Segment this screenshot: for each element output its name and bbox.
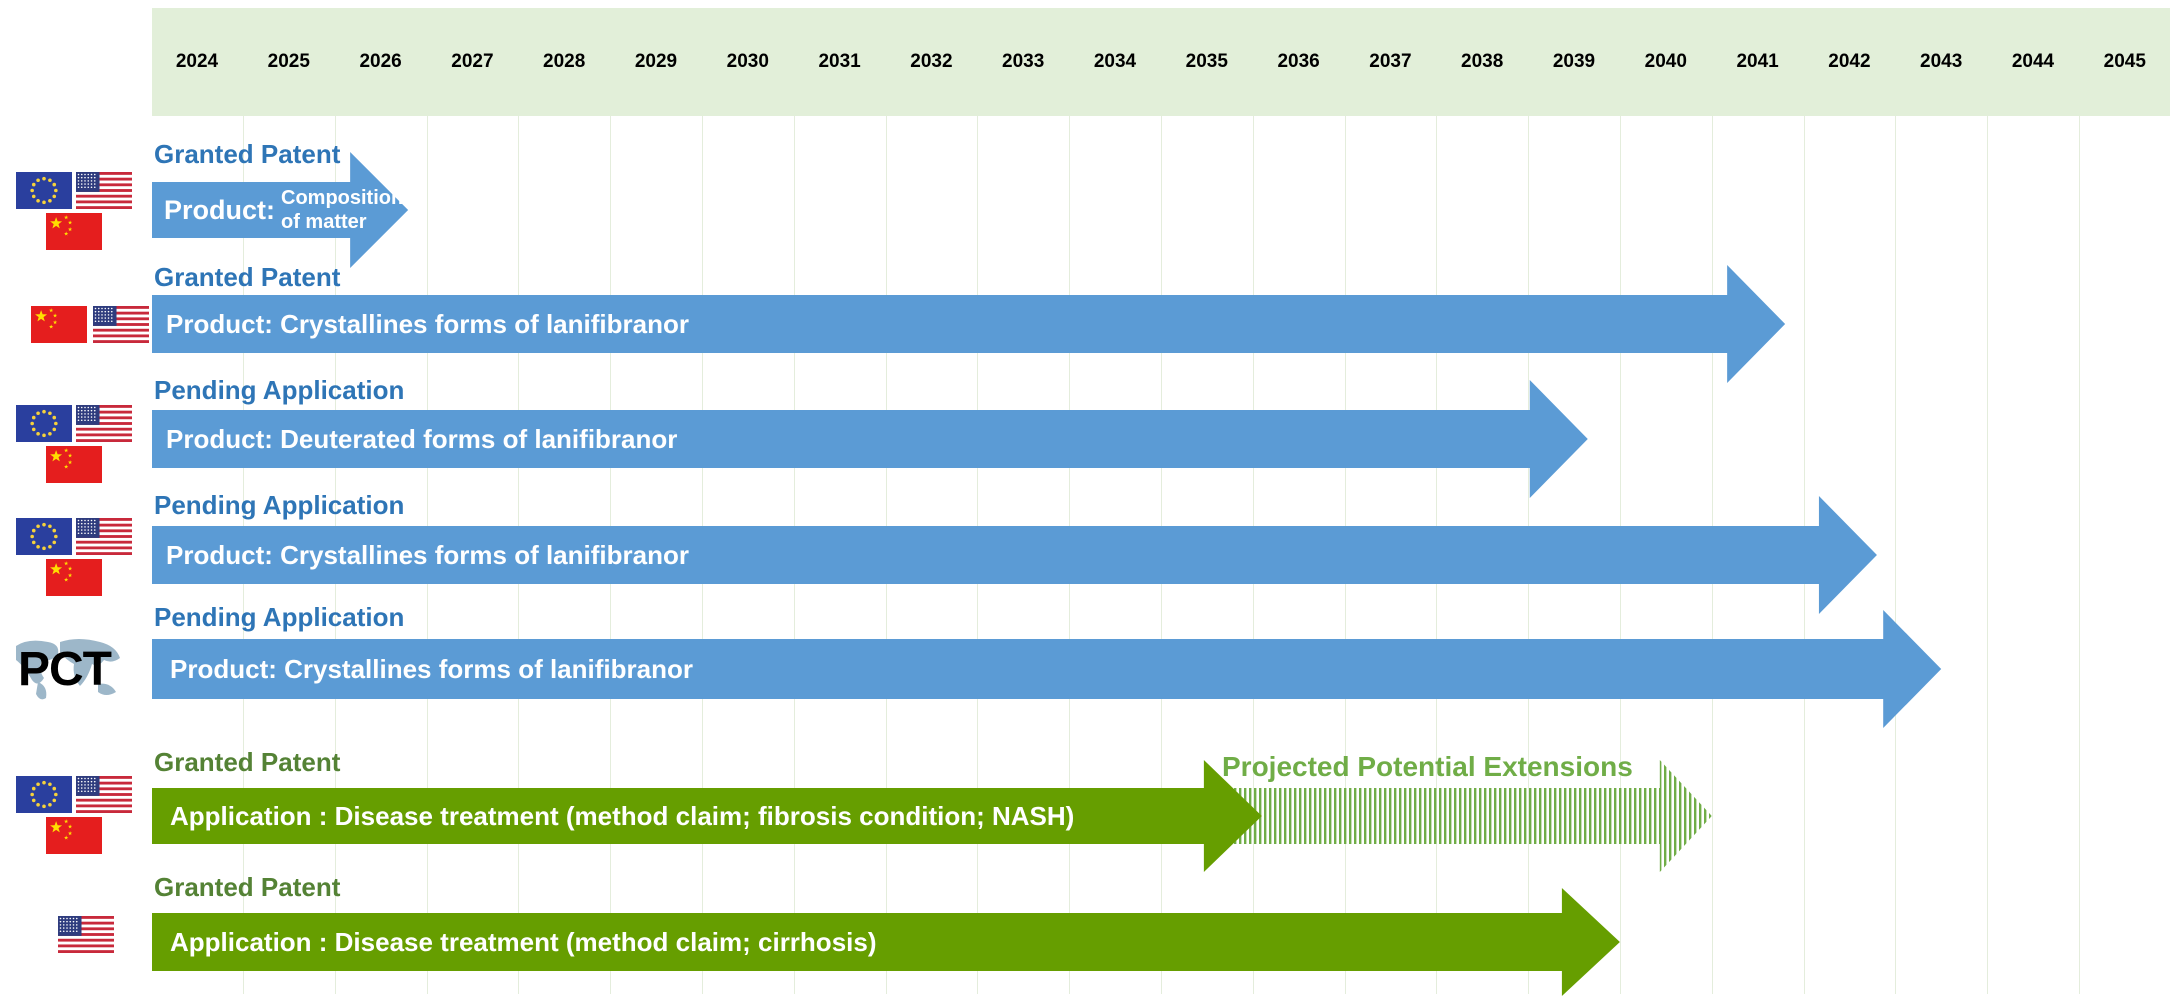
us-flag-icon [76, 405, 132, 443]
patent-arrow: Product: Crystallines forms of lanifibra… [152, 265, 1786, 383]
patent-arrow: Application : Disease treatment (method … [152, 888, 1620, 996]
flag [16, 405, 72, 447]
gridline [1895, 116, 1897, 994]
arrow-label: Product: Crystallines forms of lanifibra… [170, 653, 693, 684]
arrow-shape [152, 610, 1942, 728]
year-label: 2026 [359, 51, 402, 72]
year-label: 2034 [1093, 51, 1137, 72]
cn-flag-icon [46, 559, 102, 596]
year-label: 2039 [1552, 51, 1596, 72]
year-label: 2043 [1920, 51, 1963, 72]
us-flag-icon [93, 306, 149, 344]
arrow-label: Product: Crystallines forms of lanifibra… [166, 539, 689, 570]
arrow-line2: of matter [281, 211, 367, 233]
arrow-label: Product: Crystallines forms of lanifibra… [166, 308, 689, 339]
patent-arrow: Product: Composition of matter [152, 152, 409, 268]
year-label: 2038 [1461, 51, 1504, 72]
cn-flag-icon [31, 306, 87, 343]
row-status-label: Pending Application [154, 490, 405, 520]
year-label: 2035 [1185, 51, 1228, 72]
cn-flag-icon [46, 213, 102, 250]
flag [16, 172, 72, 214]
year-label: 2025 [267, 51, 310, 72]
us-flag-icon [58, 916, 114, 954]
extension-label: Projected Potential Extensions [1222, 751, 1633, 782]
arrow-shape [152, 496, 1877, 614]
arrow-label: Application : Disease treatment (method … [170, 926, 877, 957]
year-label: 2028 [543, 51, 586, 72]
row-status-label: Granted Patent [154, 139, 341, 169]
arrow-prefix: Product: [164, 194, 275, 225]
gridline [1987, 116, 1989, 994]
year-label: 2029 [634, 51, 678, 72]
us-flag-icon [76, 518, 132, 556]
row-status-label: Granted Patent [154, 872, 341, 902]
flag [31, 306, 87, 348]
row-status-label: Granted Patent [154, 262, 341, 292]
year-label: 2037 [1369, 51, 1412, 72]
year-label: 2033 [1002, 51, 1045, 72]
us-flag-icon [76, 172, 132, 210]
flag [16, 518, 72, 560]
year-label: 2032 [910, 51, 953, 72]
arrow-label: Application : Disease treatment (method … [170, 800, 1075, 831]
pct-label: PCT [18, 643, 112, 696]
cn-flag-icon [46, 817, 102, 854]
year-label: 2045 [2103, 51, 2146, 72]
flag [76, 518, 132, 560]
eu-flag-icon [16, 776, 72, 813]
patent-arrow: Product: Deuterated forms of lanifibrano… [152, 380, 1588, 498]
patent-arrow: Product: Crystallines forms of lanifibra… [152, 496, 1877, 614]
flag [76, 405, 132, 447]
us-flag-icon [76, 776, 132, 814]
eu-flag-icon [16, 172, 72, 209]
gridline [2078, 116, 2080, 994]
year-label: 2031 [818, 51, 861, 72]
extension-shape [1203, 760, 1712, 872]
flag [46, 817, 102, 859]
flag [93, 306, 149, 348]
flag [46, 446, 102, 488]
flag [46, 213, 102, 255]
year-header [152, 8, 2170, 116]
arrow-shape [152, 888, 1620, 996]
year-label: 2024 [175, 51, 219, 72]
flag [76, 172, 132, 214]
row-status-label: Granted Patent [154, 747, 341, 777]
year-label: 2040 [1644, 51, 1687, 72]
cn-flag-icon [46, 446, 102, 483]
flag [46, 559, 102, 601]
eu-flag-icon [16, 405, 72, 442]
patent-arrow: Product: Crystallines forms of lanifibra… [152, 610, 1942, 728]
region-flags: PCT [8, 636, 126, 704]
flag [16, 776, 72, 818]
year-label: 2041 [1736, 51, 1779, 72]
arrow-shape [152, 760, 1262, 872]
year-label: 2027 [451, 51, 494, 72]
arrow-line1: Composition [281, 187, 404, 209]
year-label: 2042 [1828, 51, 1871, 72]
year-label: 2036 [1277, 51, 1320, 72]
arrow-shape [152, 265, 1786, 383]
flag [58, 916, 114, 958]
row-status-label: Pending Application [154, 602, 405, 632]
world-map-icon [16, 639, 120, 700]
arrow-label: Product: Deuterated forms of lanifibrano… [166, 423, 678, 454]
year-label: 2044 [2011, 51, 2055, 72]
row-status-label: Pending Application [154, 375, 405, 405]
arrow-shape [152, 380, 1588, 498]
year-label: 2030 [726, 51, 769, 72]
arrow-shape [152, 152, 409, 268]
patent-arrow: Application : Disease treatment (method … [152, 760, 1262, 872]
eu-flag-icon [16, 518, 72, 555]
flag [76, 776, 132, 818]
